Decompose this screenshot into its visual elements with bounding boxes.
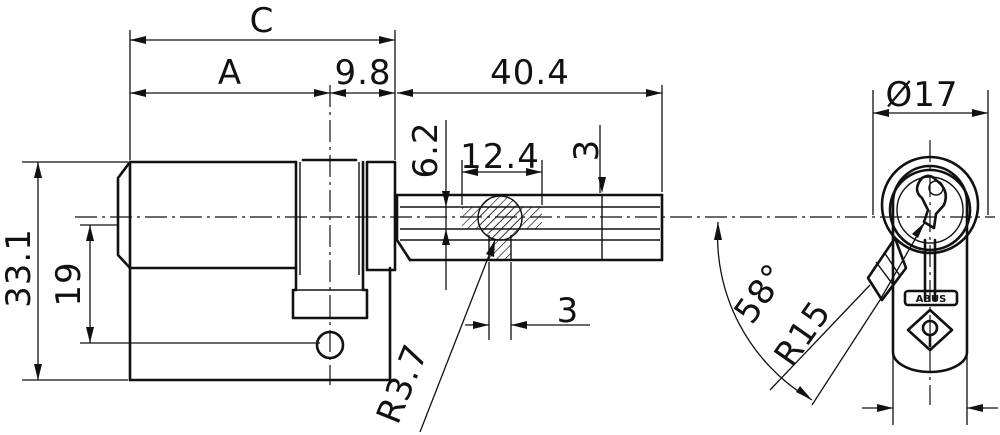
label-phi-17: Ø17: [885, 75, 958, 115]
dimension-lines: [34, 36, 998, 433]
label-6-2: 6.2: [406, 121, 446, 178]
brand-logo: [903, 289, 959, 307]
label-a: A: [218, 53, 242, 93]
end-view: ABUS: [866, 155, 980, 374]
center-lines: [75, 85, 995, 405]
screw-hole: [315, 330, 345, 360]
diamond-emblem-icon: [906, 308, 954, 352]
label-19: 19: [49, 261, 89, 306]
label-c: C: [250, 1, 275, 41]
label-40-4: 40.4: [490, 53, 570, 93]
label-33-1: 33.1: [0, 228, 39, 308]
cylinder-body: [116, 158, 397, 382]
brand-logo-text: ABUS: [916, 294, 947, 305]
extension-lines: [22, 30, 989, 425]
label-3-top: 3: [567, 139, 607, 162]
shaft: [395, 193, 664, 262]
label-3-bottom: 3: [557, 291, 580, 331]
label-r15: R15: [767, 294, 840, 374]
label-12-4: 12.4: [460, 137, 540, 177]
label-9-8: 9.8: [334, 53, 391, 93]
